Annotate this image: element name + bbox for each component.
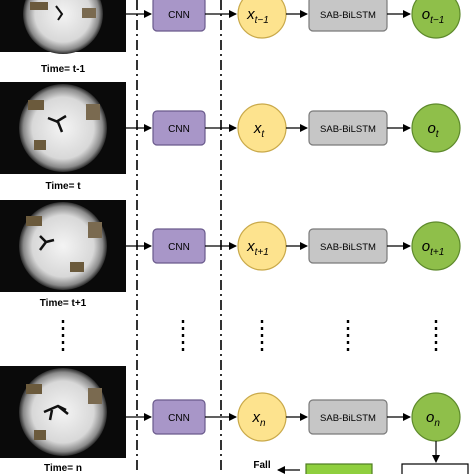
cnn-label: CNN (168, 124, 190, 135)
feature-vector-node (237, 103, 287, 153)
row-t: Time= t CNN xt SAB-BiLSTM ot (0, 82, 461, 192)
time-label: Time= t+1 (40, 298, 87, 309)
aggregation-box (401, 463, 469, 474)
output-node-label: ot+1 (422, 238, 445, 258)
fall-result-label: Fall (253, 460, 270, 471)
feature-vector-node (237, 392, 287, 442)
output-node-label: on (426, 409, 440, 429)
feature-vector-node (237, 221, 287, 271)
fisheye-frame-image (0, 200, 126, 292)
fisheye-frame-image (0, 82, 126, 174)
classifier-box (305, 463, 373, 474)
fisheye-frame-image (0, 366, 126, 458)
feature-vector-label: xt+1 (246, 238, 269, 258)
output-node (411, 221, 461, 271)
output-node (411, 0, 461, 39)
continuation-ellipses (61, 320, 438, 352)
output-node-label: ot−1 (422, 6, 445, 26)
feature-vector-label: xt (253, 120, 266, 140)
bilstm-label: SAB-BiLSTM (320, 413, 376, 424)
time-label: Time= t (45, 181, 81, 192)
output-node (411, 392, 461, 442)
bilstm-label: SAB-BiLSTM (320, 10, 376, 21)
row-t-minus-1: Time= t-1 CNN xt−1 SAB-BiLSTM ot−1 (0, 0, 461, 75)
fisheye-frame-image (0, 0, 126, 54)
output-node-label: ot (427, 120, 439, 140)
row-n: Time= n CNN xn SAB-BiLSTM on (0, 366, 461, 474)
cnn-label: CNN (168, 242, 190, 253)
feature-vector-label: xt−1 (246, 6, 269, 26)
time-label: Time= t-1 (41, 64, 85, 75)
feature-vector-label: xn (251, 409, 266, 429)
cnn-label: CNN (168, 413, 190, 424)
bilstm-label: SAB-BiLSTM (320, 124, 376, 135)
row-t-plus-1: Time= t+1 CNN xt+1 SAB-BiLSTM ot+1 (0, 200, 461, 309)
cnn-label: CNN (168, 10, 190, 21)
time-label: Time= n (44, 463, 82, 474)
bilstm-label: SAB-BiLSTM (320, 242, 376, 253)
classification-output: Fall (253, 441, 469, 474)
output-node (411, 103, 461, 153)
